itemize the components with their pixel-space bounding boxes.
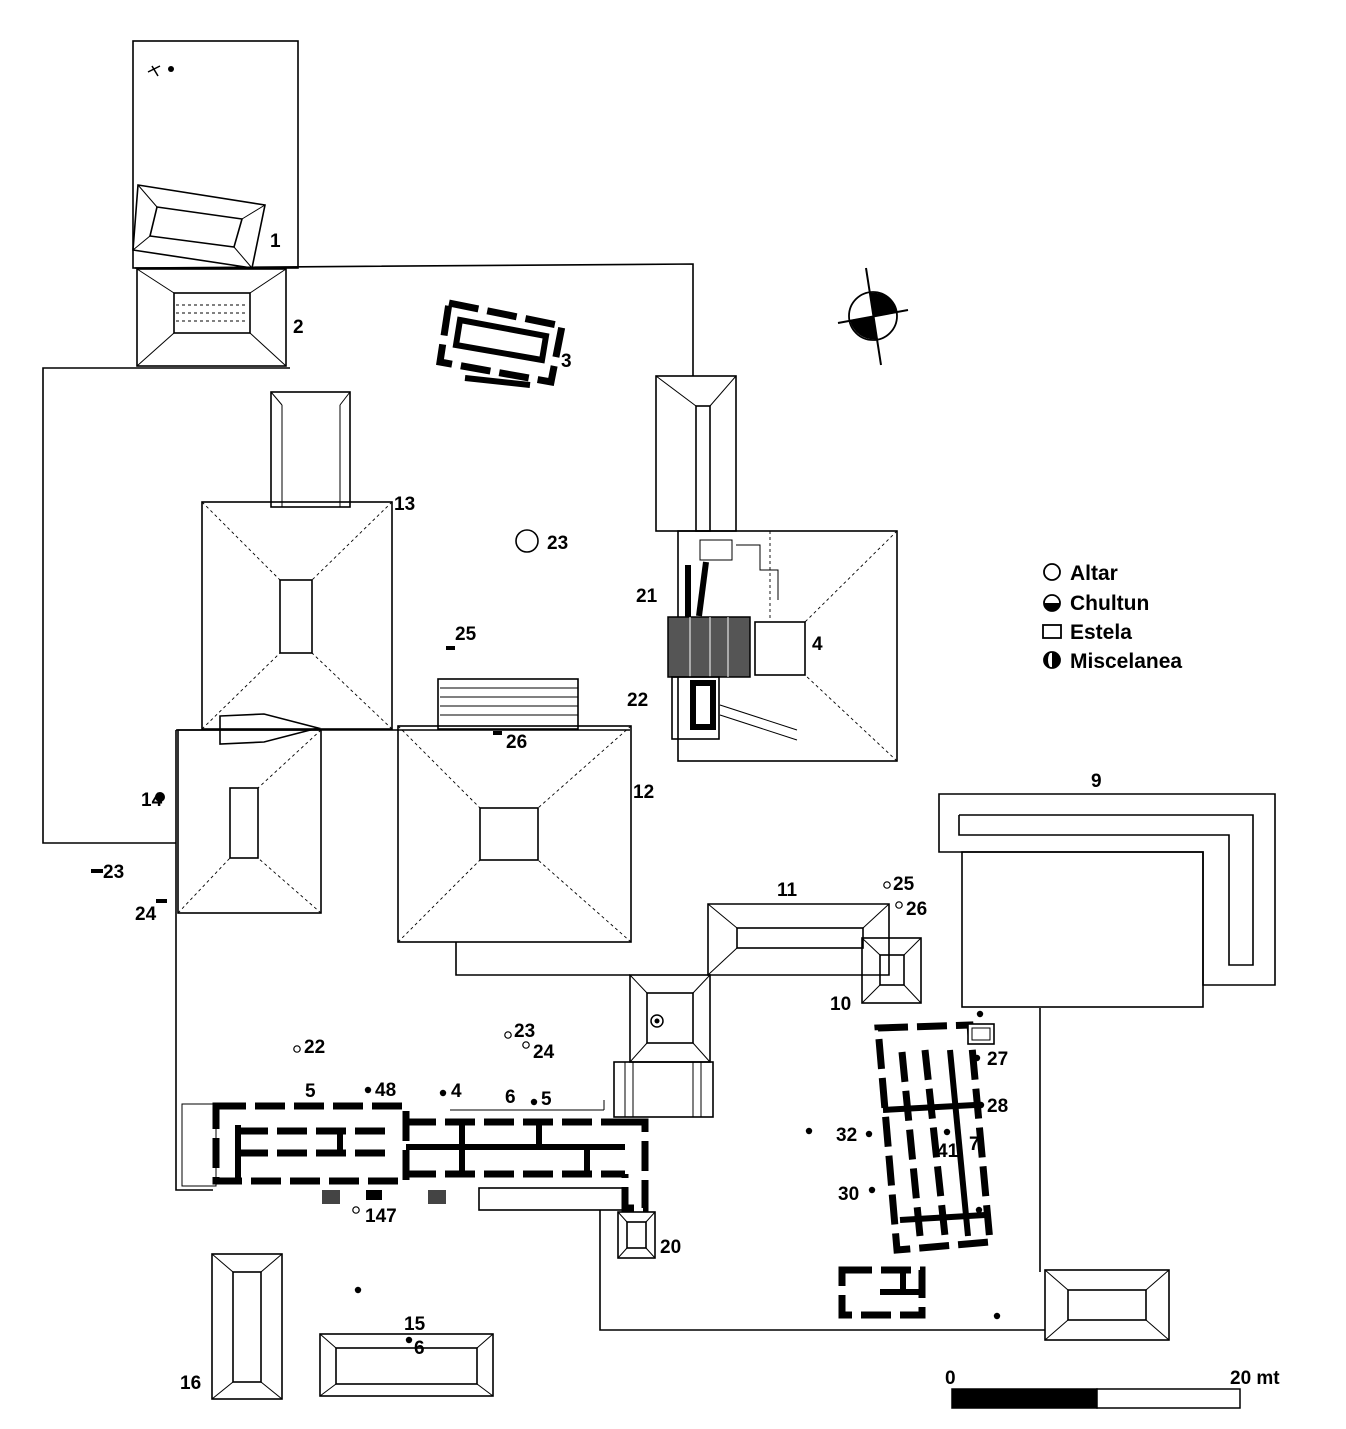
north-arrow-icon bbox=[837, 267, 909, 366]
label-chultun-41: 41 bbox=[937, 1141, 959, 1162]
label-structure-10: 10 bbox=[830, 994, 851, 1015]
structure-southeast-small bbox=[838, 1266, 926, 1319]
label-structure-12: 12 bbox=[633, 782, 654, 803]
label-altar-25-east: 25 bbox=[893, 874, 915, 895]
label-altar-23-plaza: 23 bbox=[547, 533, 568, 554]
label-structure-21: 21 bbox=[636, 586, 658, 607]
label-structure-1: 1 bbox=[270, 231, 281, 252]
label-num-7: 7 bbox=[969, 1134, 980, 1155]
label-structure-13: 13 bbox=[394, 494, 415, 515]
label-altar-147: 147 bbox=[365, 1206, 397, 1227]
structure-9 bbox=[938, 793, 1276, 1008]
label-chultun-5: 5 bbox=[541, 1089, 552, 1110]
label-structure-11: 11 bbox=[777, 880, 798, 901]
label-chultun-4: 4 bbox=[451, 1081, 462, 1102]
legend-chultun-label: Chultun bbox=[1070, 592, 1149, 615]
legend-miscelanea-label: Miscelanea bbox=[1070, 650, 1182, 673]
scale-bar: 0 20 mt bbox=[945, 1368, 1280, 1409]
label-structure-6: 6 bbox=[505, 1087, 516, 1108]
label-chultun-6: 6 bbox=[414, 1338, 425, 1359]
label-misc-14: 14 bbox=[141, 790, 163, 811]
label-estela-26-plaza: 26 bbox=[506, 732, 527, 753]
structures-5-6 bbox=[181, 1100, 649, 1212]
label-estela-23-west: 23 bbox=[103, 862, 124, 883]
estela-26-plaza-symbol bbox=[493, 731, 502, 735]
structure-20 bbox=[617, 1211, 656, 1259]
structure-13 bbox=[201, 391, 393, 730]
scale-end-label: 20 mt bbox=[1230, 1368, 1280, 1389]
label-structure-22: 22 bbox=[627, 690, 648, 711]
legend-altar-label: Altar bbox=[1070, 562, 1118, 585]
legend: Altar Chultun Estela Miscelanea bbox=[1042, 562, 1182, 673]
legend-chultun-icon bbox=[1043, 594, 1061, 612]
label-structure-20: 20 bbox=[660, 1237, 681, 1258]
structure-2 bbox=[136, 268, 287, 367]
structure-northeast-mound bbox=[655, 375, 737, 532]
label-altar-23-south: 23 bbox=[514, 1021, 535, 1042]
monument-markers bbox=[91, 65, 1001, 1344]
scale-start-label: 0 bbox=[945, 1368, 956, 1389]
label-chultun-48: 48 bbox=[375, 1080, 396, 1101]
label-chultun-32: 32 bbox=[836, 1125, 857, 1146]
structure-1 bbox=[132, 184, 266, 269]
altar-23-plaza-symbol bbox=[515, 529, 539, 553]
label-chultun-30: 30 bbox=[838, 1184, 859, 1205]
structure-3 bbox=[436, 298, 567, 388]
structure-west-pyramid bbox=[177, 713, 322, 914]
label-structure-4: 4 bbox=[812, 634, 823, 655]
legend-estela-label: Estela bbox=[1070, 621, 1132, 644]
legend-estela-icon bbox=[1042, 624, 1062, 639]
estela-25-plaza-symbol bbox=[446, 646, 455, 650]
label-chultun-28: 28 bbox=[987, 1096, 1008, 1117]
structure-16 bbox=[211, 1253, 283, 1400]
label-estela-24-west: 24 bbox=[135, 904, 157, 925]
label-structure-5: 5 bbox=[305, 1081, 316, 1102]
label-structure-2: 2 bbox=[293, 317, 304, 338]
platform-outlines bbox=[42, 40, 1045, 1331]
label-structure-3: 3 bbox=[561, 351, 572, 372]
label-altar-22-south: 22 bbox=[304, 1037, 325, 1058]
label-chultun-27: 27 bbox=[987, 1049, 1008, 1070]
structure-15 bbox=[319, 1333, 494, 1397]
label-structure-9: 9 bbox=[1091, 771, 1102, 792]
legend-miscelanea-icon bbox=[1043, 651, 1061, 669]
structure-labels: 1 2 3 13 21 4 22 12 9 11 10 5 6 20 15 16 bbox=[180, 231, 1102, 1394]
label-structure-15: 15 bbox=[404, 1314, 426, 1335]
label-structure-16: 16 bbox=[180, 1373, 201, 1394]
structure-southeast-mound bbox=[1044, 1269, 1170, 1341]
label-altar-26-east: 26 bbox=[906, 899, 927, 920]
structure-12 bbox=[397, 678, 632, 943]
label-altar-24-south: 24 bbox=[533, 1042, 555, 1063]
legend-altar-icon bbox=[1043, 563, 1061, 581]
label-estela-25-plaza: 25 bbox=[455, 624, 477, 645]
structure-4-complex bbox=[667, 530, 898, 762]
monument-labels: 23 25 26 14 23 24 25 26 22 23 24 48 4 5 … bbox=[103, 533, 1008, 1359]
structure-central-south bbox=[613, 974, 714, 1118]
structure-7 bbox=[874, 1021, 995, 1254]
structure-10 bbox=[861, 937, 922, 1004]
